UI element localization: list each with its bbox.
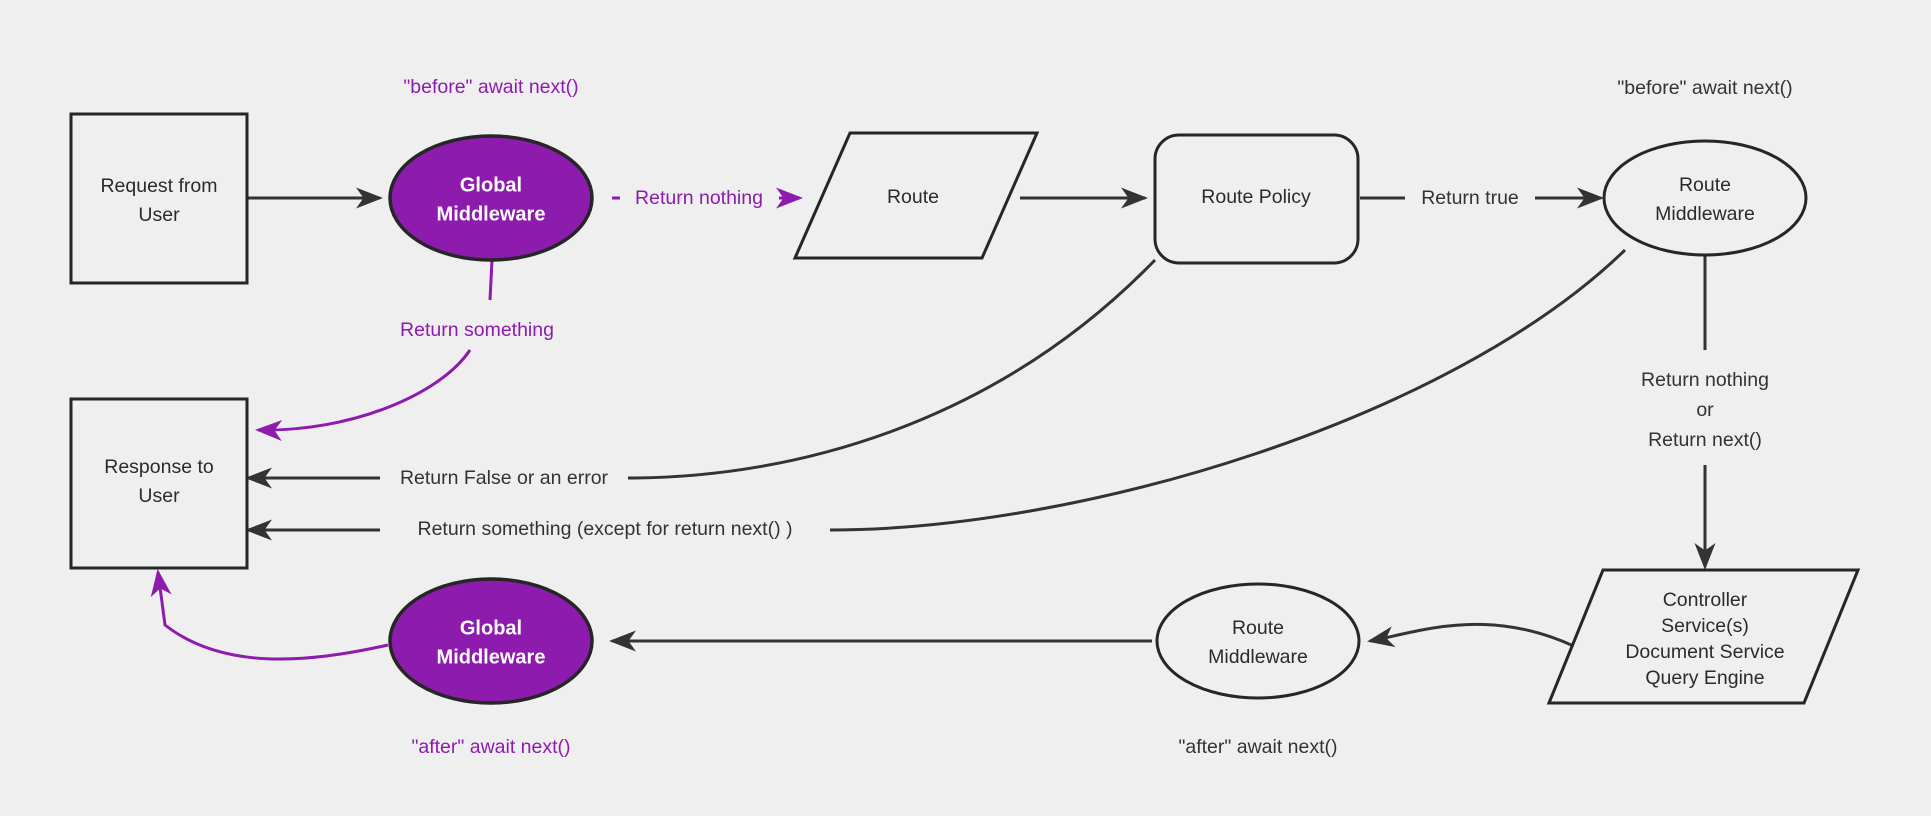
edge-label-return-nothing: Return nothing (635, 187, 763, 209)
node-global-middleware-bottom-label-line1: Global (460, 617, 522, 639)
edge-route-middleware-to-response (829, 248, 1627, 532)
node-controller-label-line4: Query Engine (1645, 667, 1764, 689)
node-controller-label-line2: Service(s) (1661, 615, 1749, 637)
node-route[interactable]: Route (792, 131, 1040, 260)
node-request-label-line2: User (138, 204, 180, 226)
node-route-middleware-top-label-line2: Middleware (1655, 203, 1755, 225)
node-global-middleware-bottom-label-line2: Middleware (437, 646, 546, 668)
edge-label-return-false-or-error: Return False or an error (400, 467, 609, 489)
edge-global-middleware-return-something-curve (255, 349, 472, 442)
edge-label-route-middleware-out-2: or (1696, 399, 1714, 421)
node-response-label-line2: User (138, 485, 180, 507)
edge-label-return-something-top: Return something (400, 319, 554, 341)
node-route-policy-label: Route Policy (1201, 186, 1311, 208)
node-global-middleware-bottom[interactable]: Global Middleware (388, 577, 594, 705)
annotation-before-await-next-route: "before" await next() (1617, 77, 1792, 99)
annotation-before-await-next-global: "before" await next() (403, 76, 578, 98)
node-route-middleware-bottom-label-line2: Middleware (1208, 646, 1308, 668)
node-route-middleware-bottom[interactable]: Route Middleware (1155, 582, 1361, 700)
node-route-policy[interactable]: Route Policy (1153, 133, 1360, 265)
node-controller-label-line1: Controller (1663, 589, 1748, 611)
node-response-to-user[interactable]: Response to User (69, 397, 249, 570)
node-global-middleware-top[interactable]: Global Middleware (388, 134, 594, 262)
edge-label-route-middleware-out-3: Return next() (1648, 429, 1762, 451)
node-route-label: Route (887, 186, 939, 208)
node-route-middleware-top[interactable]: Route Middleware (1602, 139, 1808, 257)
edge-route-policy-to-response (627, 258, 1157, 480)
node-response-label-line1: Response to (104, 456, 214, 478)
edge-label-route-middleware-out-1: Return nothing (1641, 369, 1769, 391)
edge-label-return-something-except: Return something (except for return next… (418, 518, 793, 540)
node-route-middleware-top-label-line1: Route (1679, 174, 1731, 196)
node-global-middleware-top-label-line2: Middleware (437, 203, 546, 225)
edge-controller-to-route-middleware-bottom (1367, 622, 1601, 662)
edge-label-return-true: Return true (1421, 187, 1519, 209)
node-request-label-line1: Request from (100, 175, 217, 197)
node-request-from-user[interactable]: Request from User (69, 112, 249, 285)
annotation-after-await-next-global: "after" await next() (411, 736, 570, 758)
node-route-middleware-bottom-label-line1: Route (1232, 617, 1284, 639)
edge-global-middleware-return-something (488, 259, 494, 301)
edge-global-middleware-bottom-to-response (150, 569, 389, 661)
node-controller-label-line3: Document Service (1625, 641, 1784, 663)
node-global-middleware-top-label-line1: Global (460, 174, 522, 196)
annotation-after-await-next-route: "after" await next() (1178, 736, 1337, 758)
node-controller-services[interactable]: Controller Service(s) Document Service Q… (1546, 568, 1861, 705)
